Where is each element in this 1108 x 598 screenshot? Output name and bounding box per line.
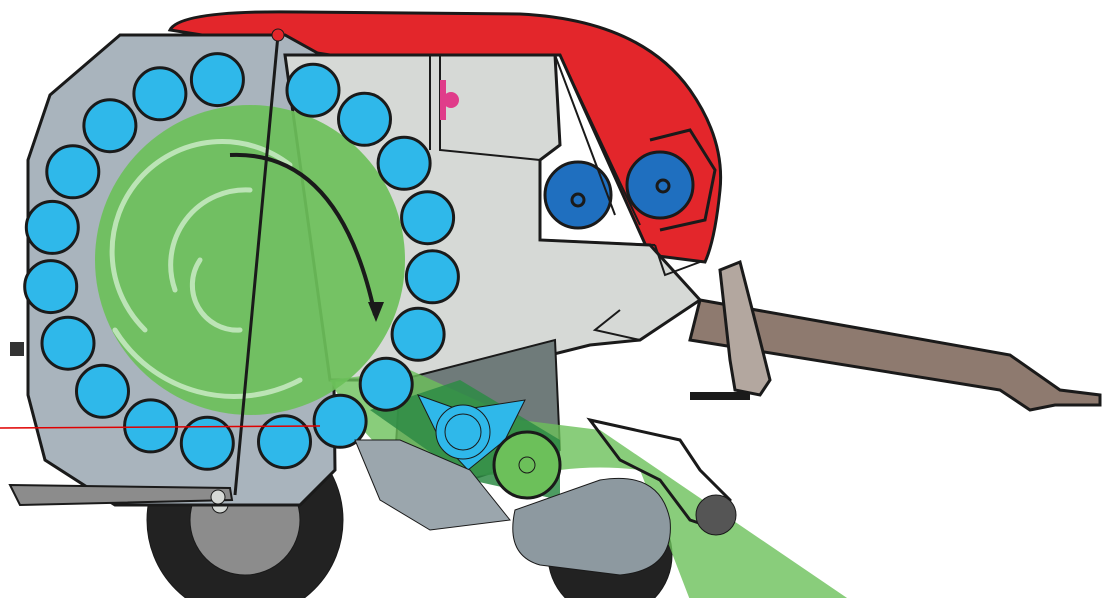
chamber-roller — [181, 417, 233, 469]
chamber-roller — [47, 146, 99, 198]
side-lamp — [10, 342, 24, 356]
chamber-roller — [125, 400, 177, 452]
gauge-wheel — [696, 495, 736, 535]
rotor-inner — [445, 414, 481, 450]
chamber-roller — [287, 64, 339, 116]
chamber-roller — [339, 93, 391, 145]
gate-pivot — [272, 29, 284, 41]
chamber-roller — [392, 308, 444, 360]
chamber-roller — [191, 54, 243, 106]
chamber-roller — [134, 68, 186, 120]
chamber-roller — [84, 100, 136, 152]
linkage-pivot — [211, 490, 225, 504]
pickup-roller — [494, 432, 560, 498]
chamber-roller — [259, 416, 311, 468]
hitch-block — [690, 392, 750, 400]
chamber-roller — [25, 261, 77, 313]
chamber-roller — [378, 137, 430, 189]
chamber-roller — [402, 192, 454, 244]
chamber-roller — [360, 358, 412, 410]
chamber-roller — [26, 201, 78, 253]
net-roller-right — [627, 152, 693, 218]
chamber-roller — [42, 317, 94, 369]
chamber-roller — [77, 365, 129, 417]
chamber-roller — [406, 251, 458, 303]
